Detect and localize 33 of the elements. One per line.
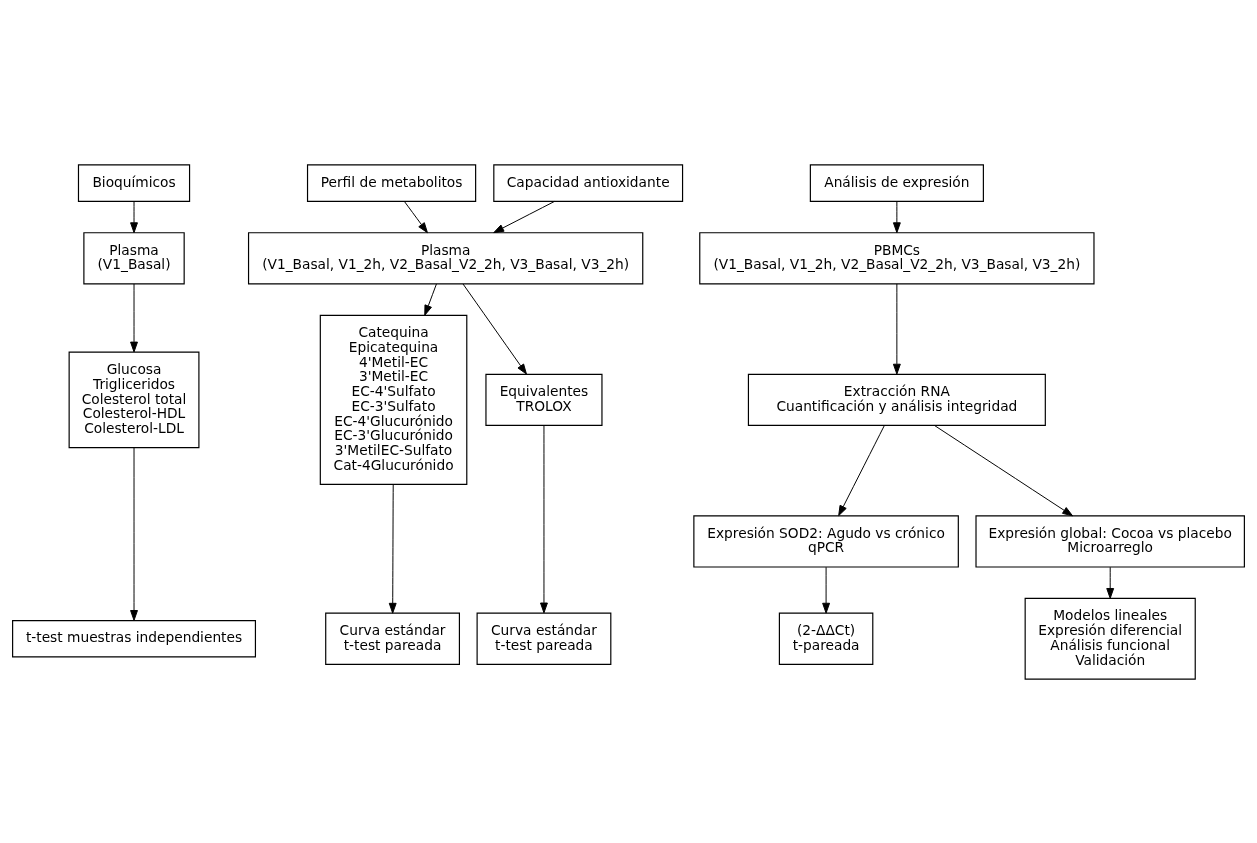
node-box: t-test muestras independientes <box>12 619 256 658</box>
node-box: PBMCs (V1_Basal, V1_2h, V2_Basal_V2_2h, V3_Basal, V3_2h) <box>699 231 1095 284</box>
arrow <box>462 282 527 375</box>
node-box: Modelos lineales Expresión diferencial Análisis funcional Validación <box>1024 597 1196 680</box>
node-box: Bioquímicos <box>77 163 191 202</box>
node-box: Capacidad antioxidante <box>493 163 684 202</box>
arrow <box>130 200 138 233</box>
arrow <box>424 282 437 316</box>
node-box: Glucosa Trigliceridos Colesterol total Colesterol-HDL Colesterol-LDL <box>68 351 200 448</box>
node-box: Plasma (V1_Basal) <box>83 231 185 284</box>
arrow <box>388 483 397 614</box>
node-box: Extracción RNA Cuantificación y análisis integridad <box>747 373 1046 426</box>
arrow <box>1106 566 1115 599</box>
node-box: (2-ΔΔCt) t-pareada <box>778 612 874 665</box>
arrow <box>130 446 138 621</box>
arrow <box>130 282 138 352</box>
node-box: Expresión global: Cocoa vs placebo Microarreglo <box>975 514 1245 568</box>
node-box: Catequina Epicatequina 4'Metil-EC 3'Metil-EC EC-4'Sulfato EC-3'Sulfato EC-4'Glucurónido EC-3'Glucurónido 3'MetilEC-Sulfato Cat-4Glucurónido <box>319 314 468 485</box>
arrow <box>838 424 885 516</box>
node-box: Perfil de metabolitos <box>306 163 477 202</box>
arrow <box>892 282 901 375</box>
arrow <box>540 424 548 613</box>
arrow <box>934 424 1074 516</box>
node-box: Plasma (V1_Basal, V1_2h, V2_Basal_V2_2h, V3_Basal, V3_2h) <box>247 231 644 284</box>
arrow <box>892 200 901 233</box>
node-box: Expresión SOD2: Agudo vs crónico qPCR <box>693 514 959 568</box>
node-box: Análisis de expresión <box>809 163 984 202</box>
node-box: Equivalentes TROLOX <box>485 373 603 426</box>
arrow <box>822 566 830 614</box>
arrow <box>493 200 555 233</box>
node-box: Curva estándar t-test pareada <box>476 612 612 665</box>
arrow <box>403 200 428 233</box>
node-box: Curva estándar t-test pareada <box>325 612 460 665</box>
